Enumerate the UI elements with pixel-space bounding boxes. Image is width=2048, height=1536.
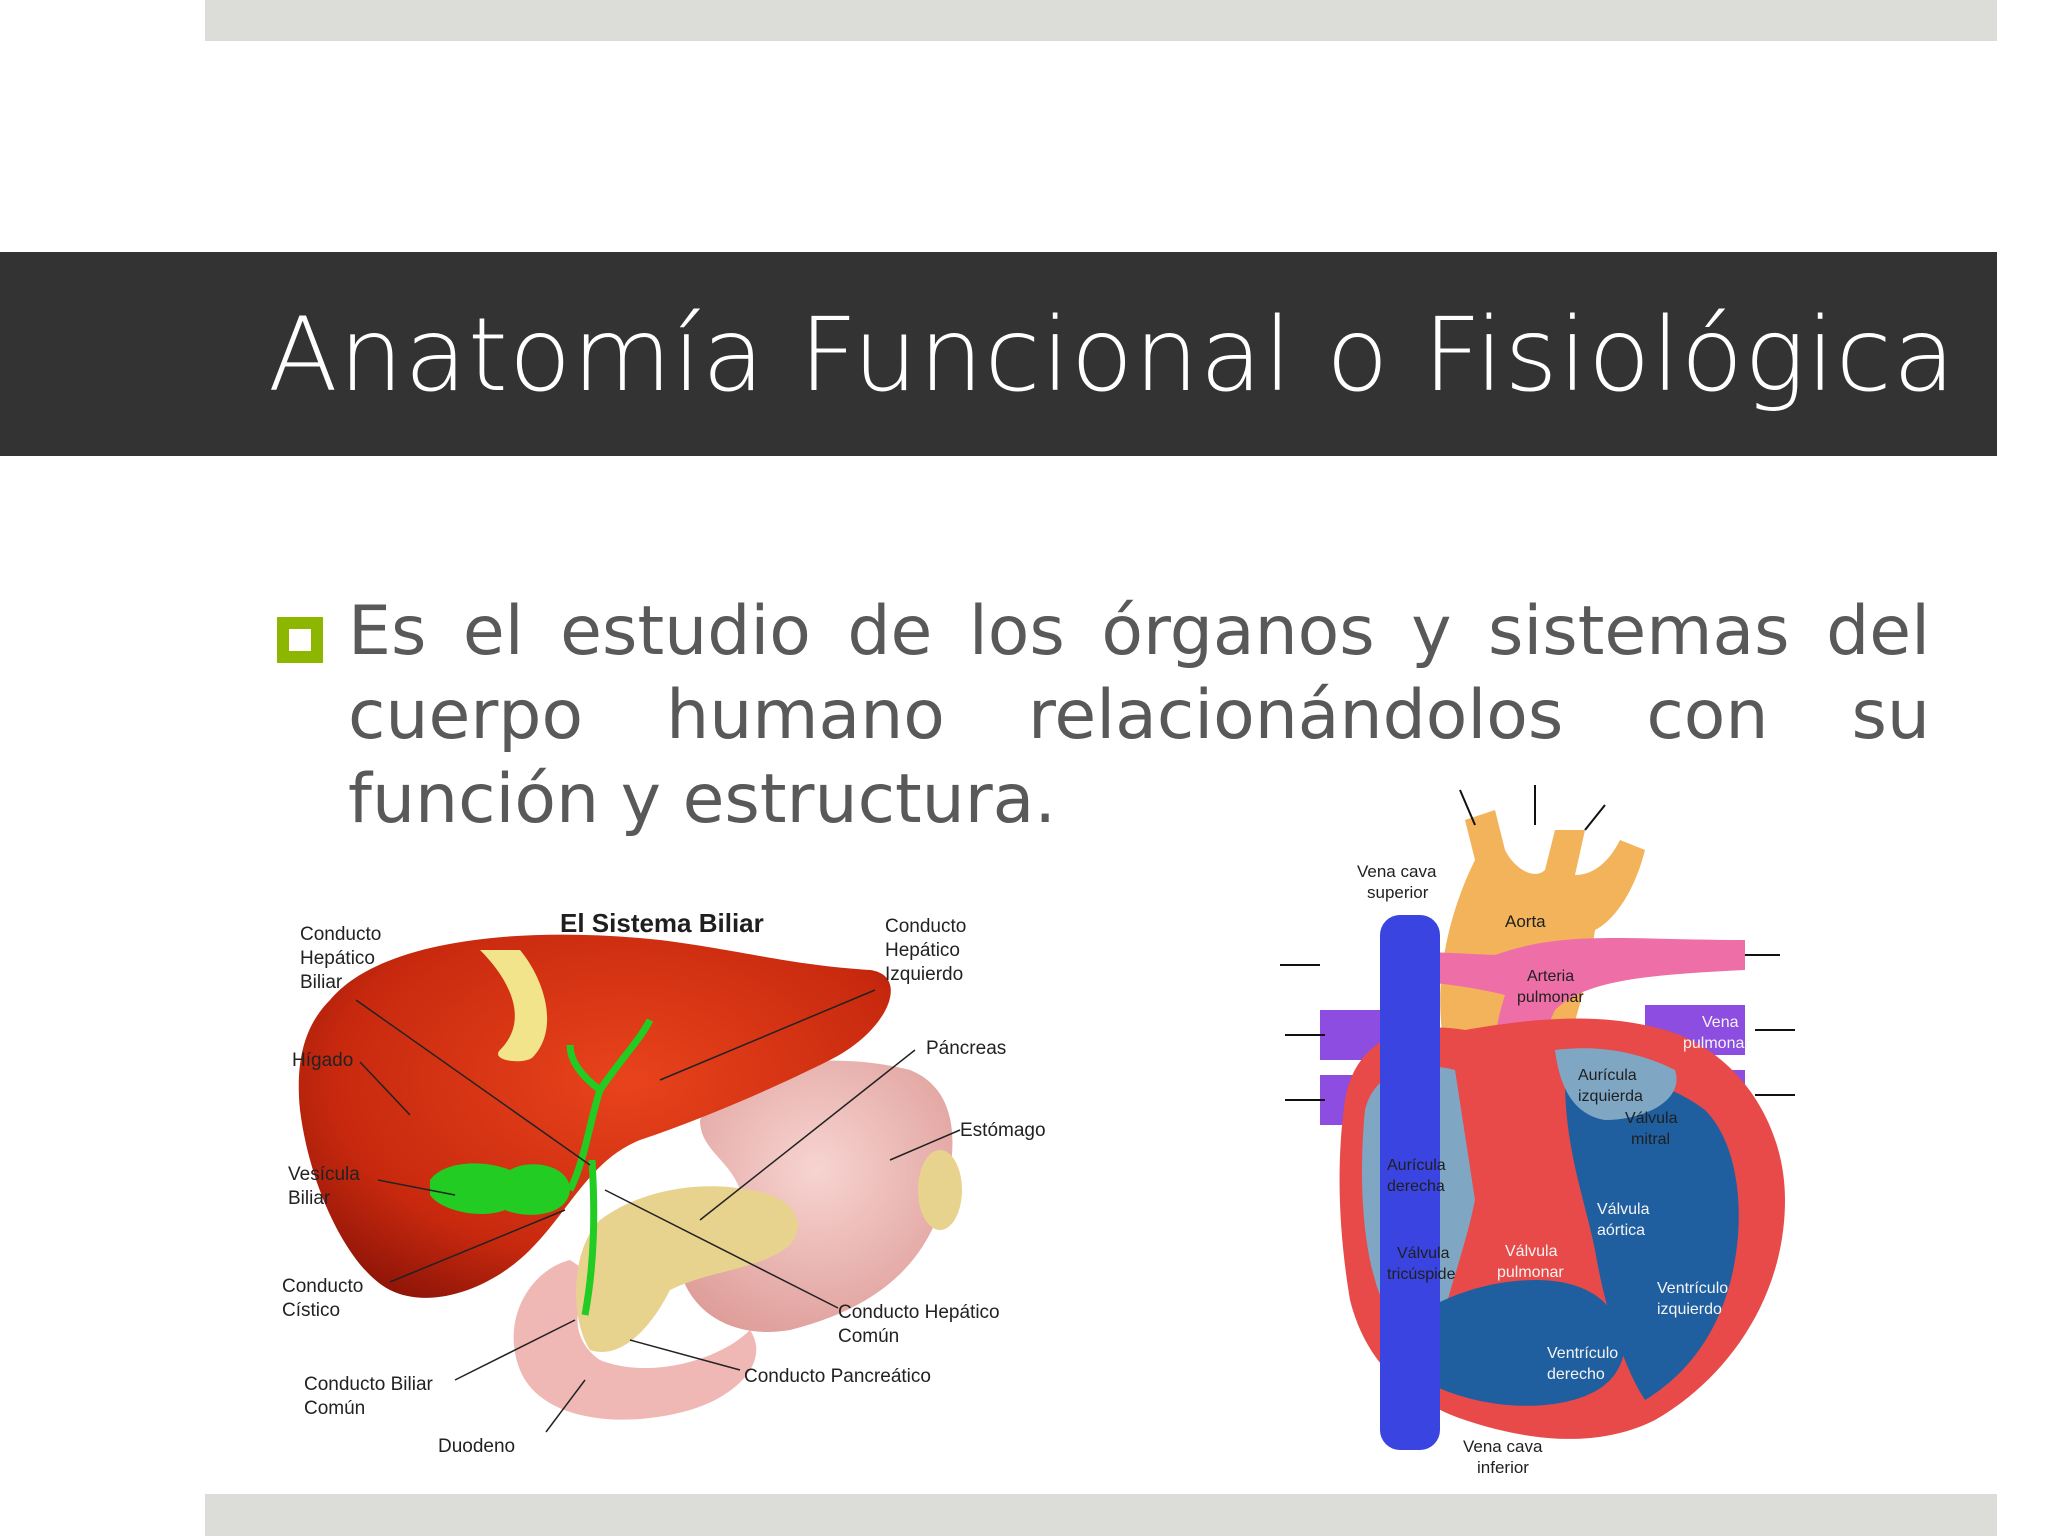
label-pancreas: Páncreas	[926, 1038, 1006, 1059]
label-vena-pulmonar-2: pulmonar	[1683, 1035, 1750, 1052]
label-vesicula-biliar-2: Biliar	[288, 1188, 331, 1209]
label-valvula-mitral: Válvula	[1625, 1110, 1678, 1127]
label-valvula-pulmonar: Válvula	[1505, 1243, 1558, 1260]
label-vena-pulmonar: Vena	[1702, 1014, 1739, 1031]
label-arteria-pulmonar: Arteria	[1527, 968, 1574, 985]
label-ventriculo-izquierdo-2: izquierdo	[1657, 1301, 1722, 1318]
label-ventriculo-izquierdo: Ventrículo	[1657, 1280, 1728, 1297]
label-conducto-hepatico-comun-2: Común	[838, 1326, 899, 1347]
label-ventriculo-derecho-2: derecho	[1547, 1366, 1605, 1383]
label-conducto-hepatico-biliar-3: Biliar	[300, 972, 343, 993]
label-auricula-derecha: Aurícula	[1387, 1157, 1446, 1174]
label-conducto-cistico: Conducto	[282, 1276, 363, 1297]
label-conducto-biliar-comun-2: Común	[304, 1398, 365, 1419]
bullet-text: Es el estudio de los órganos y sistemas …	[348, 592, 1930, 839]
label-conducto-biliar-comun: Conducto Biliar	[304, 1374, 434, 1395]
label-conducto-hepatico-izquierdo-2: Hepático	[885, 940, 960, 961]
label-valvula-aortica-2: aórtica	[1597, 1222, 1645, 1239]
label-vena-cava-superior-2: superior	[1367, 883, 1429, 902]
label-vesicula-biliar: Vesícula	[288, 1164, 360, 1185]
label-conducto-hepatico-biliar: Conducto	[300, 924, 381, 945]
label-higado: Hígado	[292, 1050, 353, 1071]
label-auricula-izquierda-2: izquierda	[1578, 1088, 1643, 1105]
label-ventriculo-derecho: Ventrículo	[1547, 1345, 1618, 1362]
label-conducto-hepatico-izquierdo: Conducto	[885, 916, 966, 937]
vena-cava-shape	[1380, 915, 1440, 1450]
heart-diagram: Vena cava superior Aorta Arteria pulmona…	[1280, 785, 1795, 1477]
label-auricula-derecha-2: derecha	[1387, 1178, 1445, 1195]
label-auricula-izquierda: Aurícula	[1578, 1067, 1637, 1084]
label-conducto-hepatico-comun: Conducto Hepático	[838, 1302, 1000, 1323]
label-vena-cava-superior: Vena cava	[1357, 862, 1437, 881]
biliary-system-diagram: El Sistema Biliar Conducto Hepático Bili…	[282, 908, 1046, 1457]
label-vena-cava-inferior: Vena cava	[1463, 1437, 1543, 1456]
label-conducto-hepatico-biliar-2: Hepático	[300, 948, 375, 969]
label-valvula-mitral-2: mitral	[1631, 1131, 1670, 1148]
title-bar	[0, 252, 1997, 456]
biliary-heading: El Sistema Biliar	[560, 908, 764, 938]
pancreas-shape	[576, 1186, 798, 1352]
label-vena-cava-inferior-2: inferior	[1477, 1458, 1529, 1477]
label-valvula-pulmonar-2: pulmonar	[1497, 1264, 1564, 1281]
label-conducto-pancreatico: Conducto Pancreático	[744, 1366, 931, 1387]
label-aorta: Aorta	[1505, 912, 1546, 931]
label-conducto-hepatico-izquierdo-3: Izquierdo	[885, 964, 963, 985]
label-duodeno: Duodeno	[438, 1436, 515, 1457]
duodenum-shape	[513, 1260, 757, 1420]
label-valvula-tricuspide: Válvula	[1397, 1245, 1450, 1262]
gallbladder-shape	[430, 1163, 570, 1215]
bottom-decor-band	[205, 1494, 1997, 1536]
slide-title: Anatomía Funcional o Fisiológica	[268, 296, 1957, 415]
label-valvula-aortica: Válvula	[1597, 1201, 1650, 1218]
label-valvula-tricuspide-2: tricúspide	[1387, 1266, 1456, 1283]
bullet-square-icon	[277, 617, 323, 663]
label-estomago: Estómago	[960, 1120, 1046, 1141]
top-decor-band	[205, 0, 1997, 41]
label-arteria-pulmonar-2: pulmonar	[1517, 989, 1584, 1006]
label-conducto-cistico-2: Cístico	[282, 1300, 340, 1321]
